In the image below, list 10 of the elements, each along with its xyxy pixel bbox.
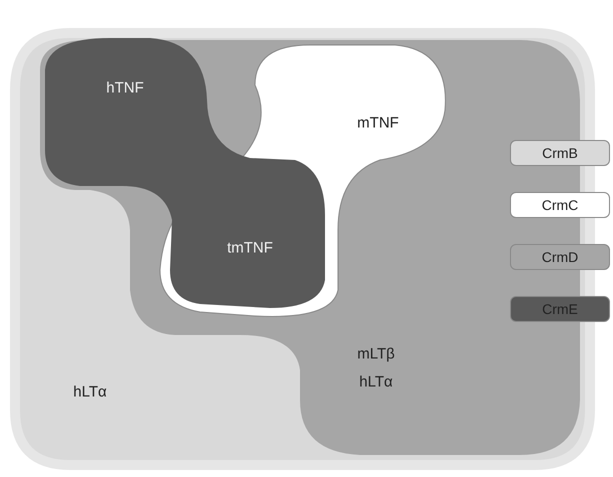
- legend-label: CrmE: [542, 301, 578, 317]
- region-label: hTNF: [106, 80, 144, 96]
- region-label: tmTNF: [227, 240, 273, 256]
- region-label: hLTα: [359, 374, 393, 390]
- region-label: mTNF: [357, 114, 399, 132]
- legend-label: CrmC: [542, 197, 578, 213]
- region-label: hLTα: [73, 384, 107, 400]
- legend-label: CrmB: [542, 145, 578, 161]
- legend-label: CrmD: [542, 249, 578, 265]
- region-label: mLTβ: [357, 346, 395, 362]
